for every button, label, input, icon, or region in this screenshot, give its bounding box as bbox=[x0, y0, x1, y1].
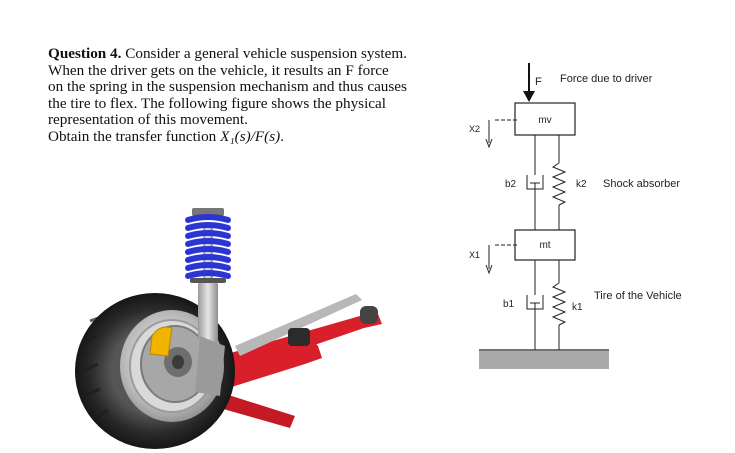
mass-label-vehicle: mv bbox=[538, 115, 551, 126]
shock-absorber-label: Shock absorber bbox=[603, 178, 680, 190]
question-line-5: representation of this movement. bbox=[48, 111, 248, 129]
spring-k2 bbox=[551, 135, 567, 230]
k1-label: k1 bbox=[572, 302, 583, 313]
question-line-1: Question 4. Consider a general vehicle s… bbox=[48, 45, 407, 62]
damper-b1 bbox=[526, 260, 544, 350]
x1-label: X1 bbox=[469, 250, 480, 260]
b1-label: b1 bbox=[503, 299, 515, 310]
question-line-2: When the driver gets on the vehicle, it … bbox=[48, 61, 389, 79]
question-title: Question 4. bbox=[48, 45, 122, 62]
force-label: Force due to driver bbox=[560, 73, 653, 85]
force-symbol: F bbox=[535, 76, 542, 88]
mass-block-tire bbox=[514, 229, 576, 261]
tire-label: Tire of the Vehicle bbox=[594, 290, 682, 302]
force-arrow-icon bbox=[523, 63, 535, 102]
question-line-4: the tire to flex. The following figure s… bbox=[48, 94, 386, 112]
ground bbox=[479, 351, 609, 369]
suspension-photo bbox=[75, 208, 382, 449]
suspension-diagram: F Force due to driver mv X2 b2 k2 Shock … bbox=[469, 63, 682, 369]
spring-k1 bbox=[551, 260, 567, 350]
mass-label-tire: mt bbox=[539, 240, 550, 251]
question-line-3: on the spring in the suspension mechanis… bbox=[48, 78, 407, 96]
k2-label: k2 bbox=[576, 179, 587, 190]
damper-b2 bbox=[526, 135, 544, 230]
question-text: Question 4. Consider a general vehicle s… bbox=[48, 45, 448, 146]
mass-block-vehicle bbox=[514, 102, 576, 136]
b2-label: b2 bbox=[505, 179, 517, 190]
transfer-function: X₁(s)/F(s) bbox=[220, 127, 281, 145]
question-line-6: Obtain the transfer function X₁(s)/F(s). bbox=[48, 127, 284, 145]
x2-label: X2 bbox=[469, 124, 480, 134]
